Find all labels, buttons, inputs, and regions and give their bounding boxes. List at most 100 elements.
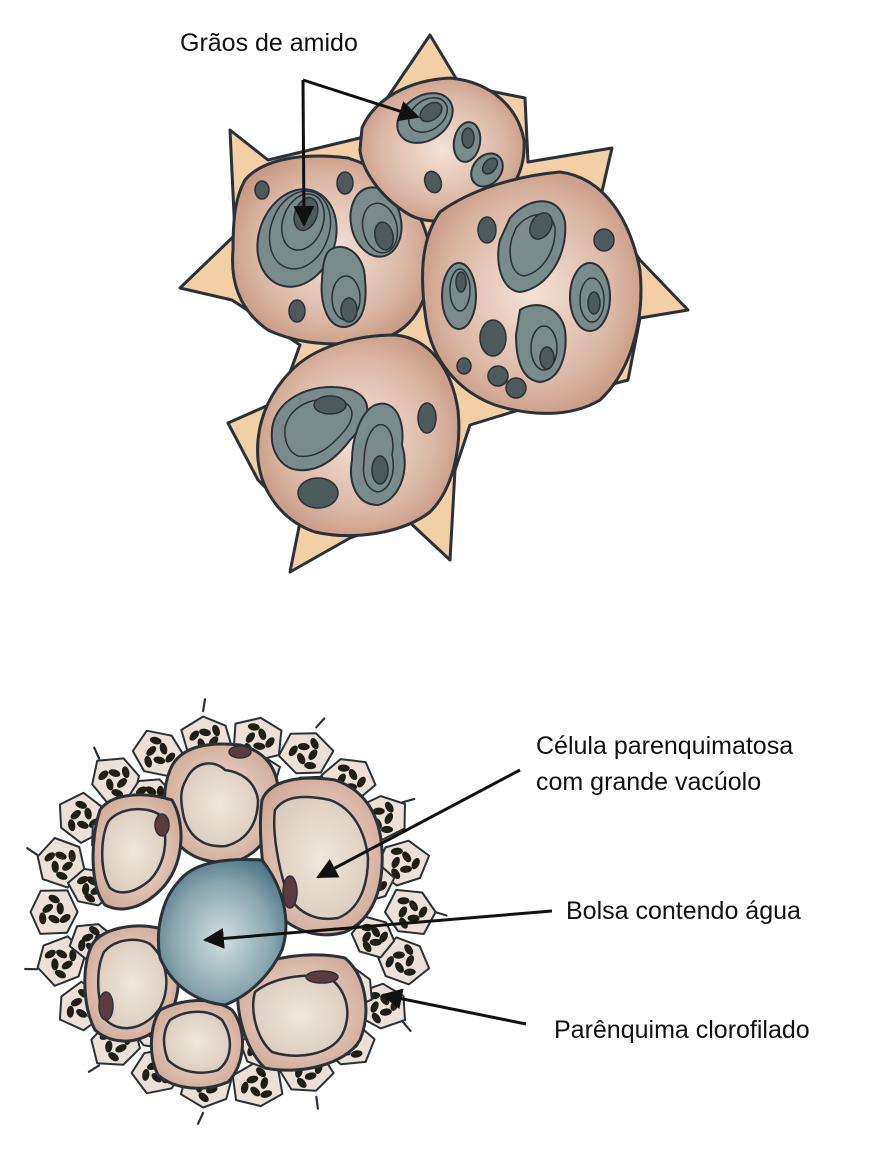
chloroplast [77, 820, 89, 829]
starch-grain [320, 245, 367, 329]
chloroplast [106, 778, 114, 791]
chloroplast [115, 1044, 127, 1053]
epidermal-hair [401, 1020, 412, 1033]
chloroplast [362, 941, 372, 953]
chloroplast [384, 801, 394, 813]
chloroplast [296, 1077, 307, 1088]
starch-grain [497, 200, 567, 294]
chloroplast [51, 860, 59, 873]
chloroplast [297, 742, 310, 751]
starch-granule [505, 377, 527, 399]
chloroplast [397, 897, 410, 905]
starch-pointer [293, 78, 420, 228]
chloroplast [385, 956, 394, 968]
chloroplast [59, 914, 71, 923]
chloroplast [144, 755, 153, 768]
large-parenchyma-cell [149, 999, 244, 1090]
chloroplast [75, 800, 87, 809]
large-parenchyma-cell [236, 953, 368, 1072]
chloroplast [304, 1072, 317, 1080]
chloroplast [159, 742, 168, 755]
chloroplast [246, 1075, 259, 1084]
starch-granule [423, 170, 443, 194]
chloroplast [42, 903, 54, 913]
chloroplast [108, 1052, 119, 1062]
epidermal-hair [433, 910, 448, 917]
chloroplast [111, 789, 124, 797]
chloroplast [356, 776, 366, 788]
starch-granule [417, 402, 437, 434]
epidermal-hair [315, 1095, 319, 1110]
bottom-pointers [202, 768, 553, 1026]
epidermal-hair [202, 698, 207, 713]
chloroplast [411, 857, 420, 870]
chloroplast [240, 1081, 249, 1094]
chloroplast [418, 906, 428, 918]
starch-granule [336, 171, 354, 195]
chlorophyll-cell [231, 1062, 284, 1108]
chloroplast [149, 736, 162, 745]
chloroplast [68, 819, 76, 832]
starch-granule [479, 319, 507, 357]
chloroplast [304, 761, 317, 770]
chloroplast [371, 926, 381, 938]
starch-granule [288, 299, 306, 323]
chloroplast [68, 849, 76, 862]
chloroplast [212, 724, 221, 737]
chloroplast [310, 737, 319, 750]
chloroplast [308, 749, 318, 760]
chloroplast [390, 847, 403, 855]
chloroplast [260, 1077, 269, 1089]
chloroplast [402, 851, 412, 863]
chloroplast [108, 769, 121, 777]
chloroplast [400, 865, 412, 873]
chloroplast [253, 742, 266, 750]
starch-grain [441, 262, 477, 330]
chloroplast [54, 969, 67, 979]
chloroplast [403, 968, 416, 976]
chloroplast [398, 906, 408, 918]
chloroplast [395, 962, 404, 973]
chlorophyll-cell [91, 757, 140, 804]
chloroplast [288, 745, 298, 757]
chloroplast [371, 1012, 381, 1024]
chloroplast [98, 770, 109, 781]
chloroplast [44, 852, 55, 862]
chloroplast [245, 732, 256, 743]
starch-grain [349, 186, 403, 258]
chloroplast [117, 777, 127, 788]
epidermal-hair [26, 847, 39, 856]
large-parenchyma-cells [83, 742, 384, 1090]
chloroplast [258, 728, 267, 740]
epidermal-hair [401, 797, 416, 804]
chloroplast [391, 856, 400, 869]
chloroplast [70, 809, 81, 820]
chloroplast [369, 938, 382, 946]
chloroplast [82, 883, 90, 896]
water-pouch-pointer [202, 909, 553, 949]
label-water-pouch: Bolsa contendo água [566, 897, 801, 925]
chloroplast [392, 951, 405, 959]
starch-grain [350, 402, 406, 507]
label-chlorophyll-parenchyma: Parênquima clorofilado [554, 1016, 810, 1044]
chlorophyll-cell [384, 888, 437, 935]
chloroplast [297, 753, 306, 765]
chlorophyll-cell [29, 889, 79, 935]
chloroplast [48, 914, 60, 924]
epidermal-hair [87, 1064, 101, 1073]
chloroplast [51, 958, 59, 971]
chloroplast [362, 931, 371, 943]
starch-granule [487, 365, 509, 387]
starch-cell [256, 333, 461, 537]
chloroplast [153, 756, 166, 765]
chloroplast [405, 955, 415, 967]
chloroplast [409, 900, 419, 912]
starch-grain [470, 152, 504, 188]
chloroplast [198, 1092, 209, 1103]
chloroplast [145, 786, 157, 796]
chloroplast [265, 737, 275, 748]
chloroplast [348, 769, 358, 781]
large-parenchyma-cell [91, 793, 183, 911]
chloroplast [142, 1068, 150, 1081]
